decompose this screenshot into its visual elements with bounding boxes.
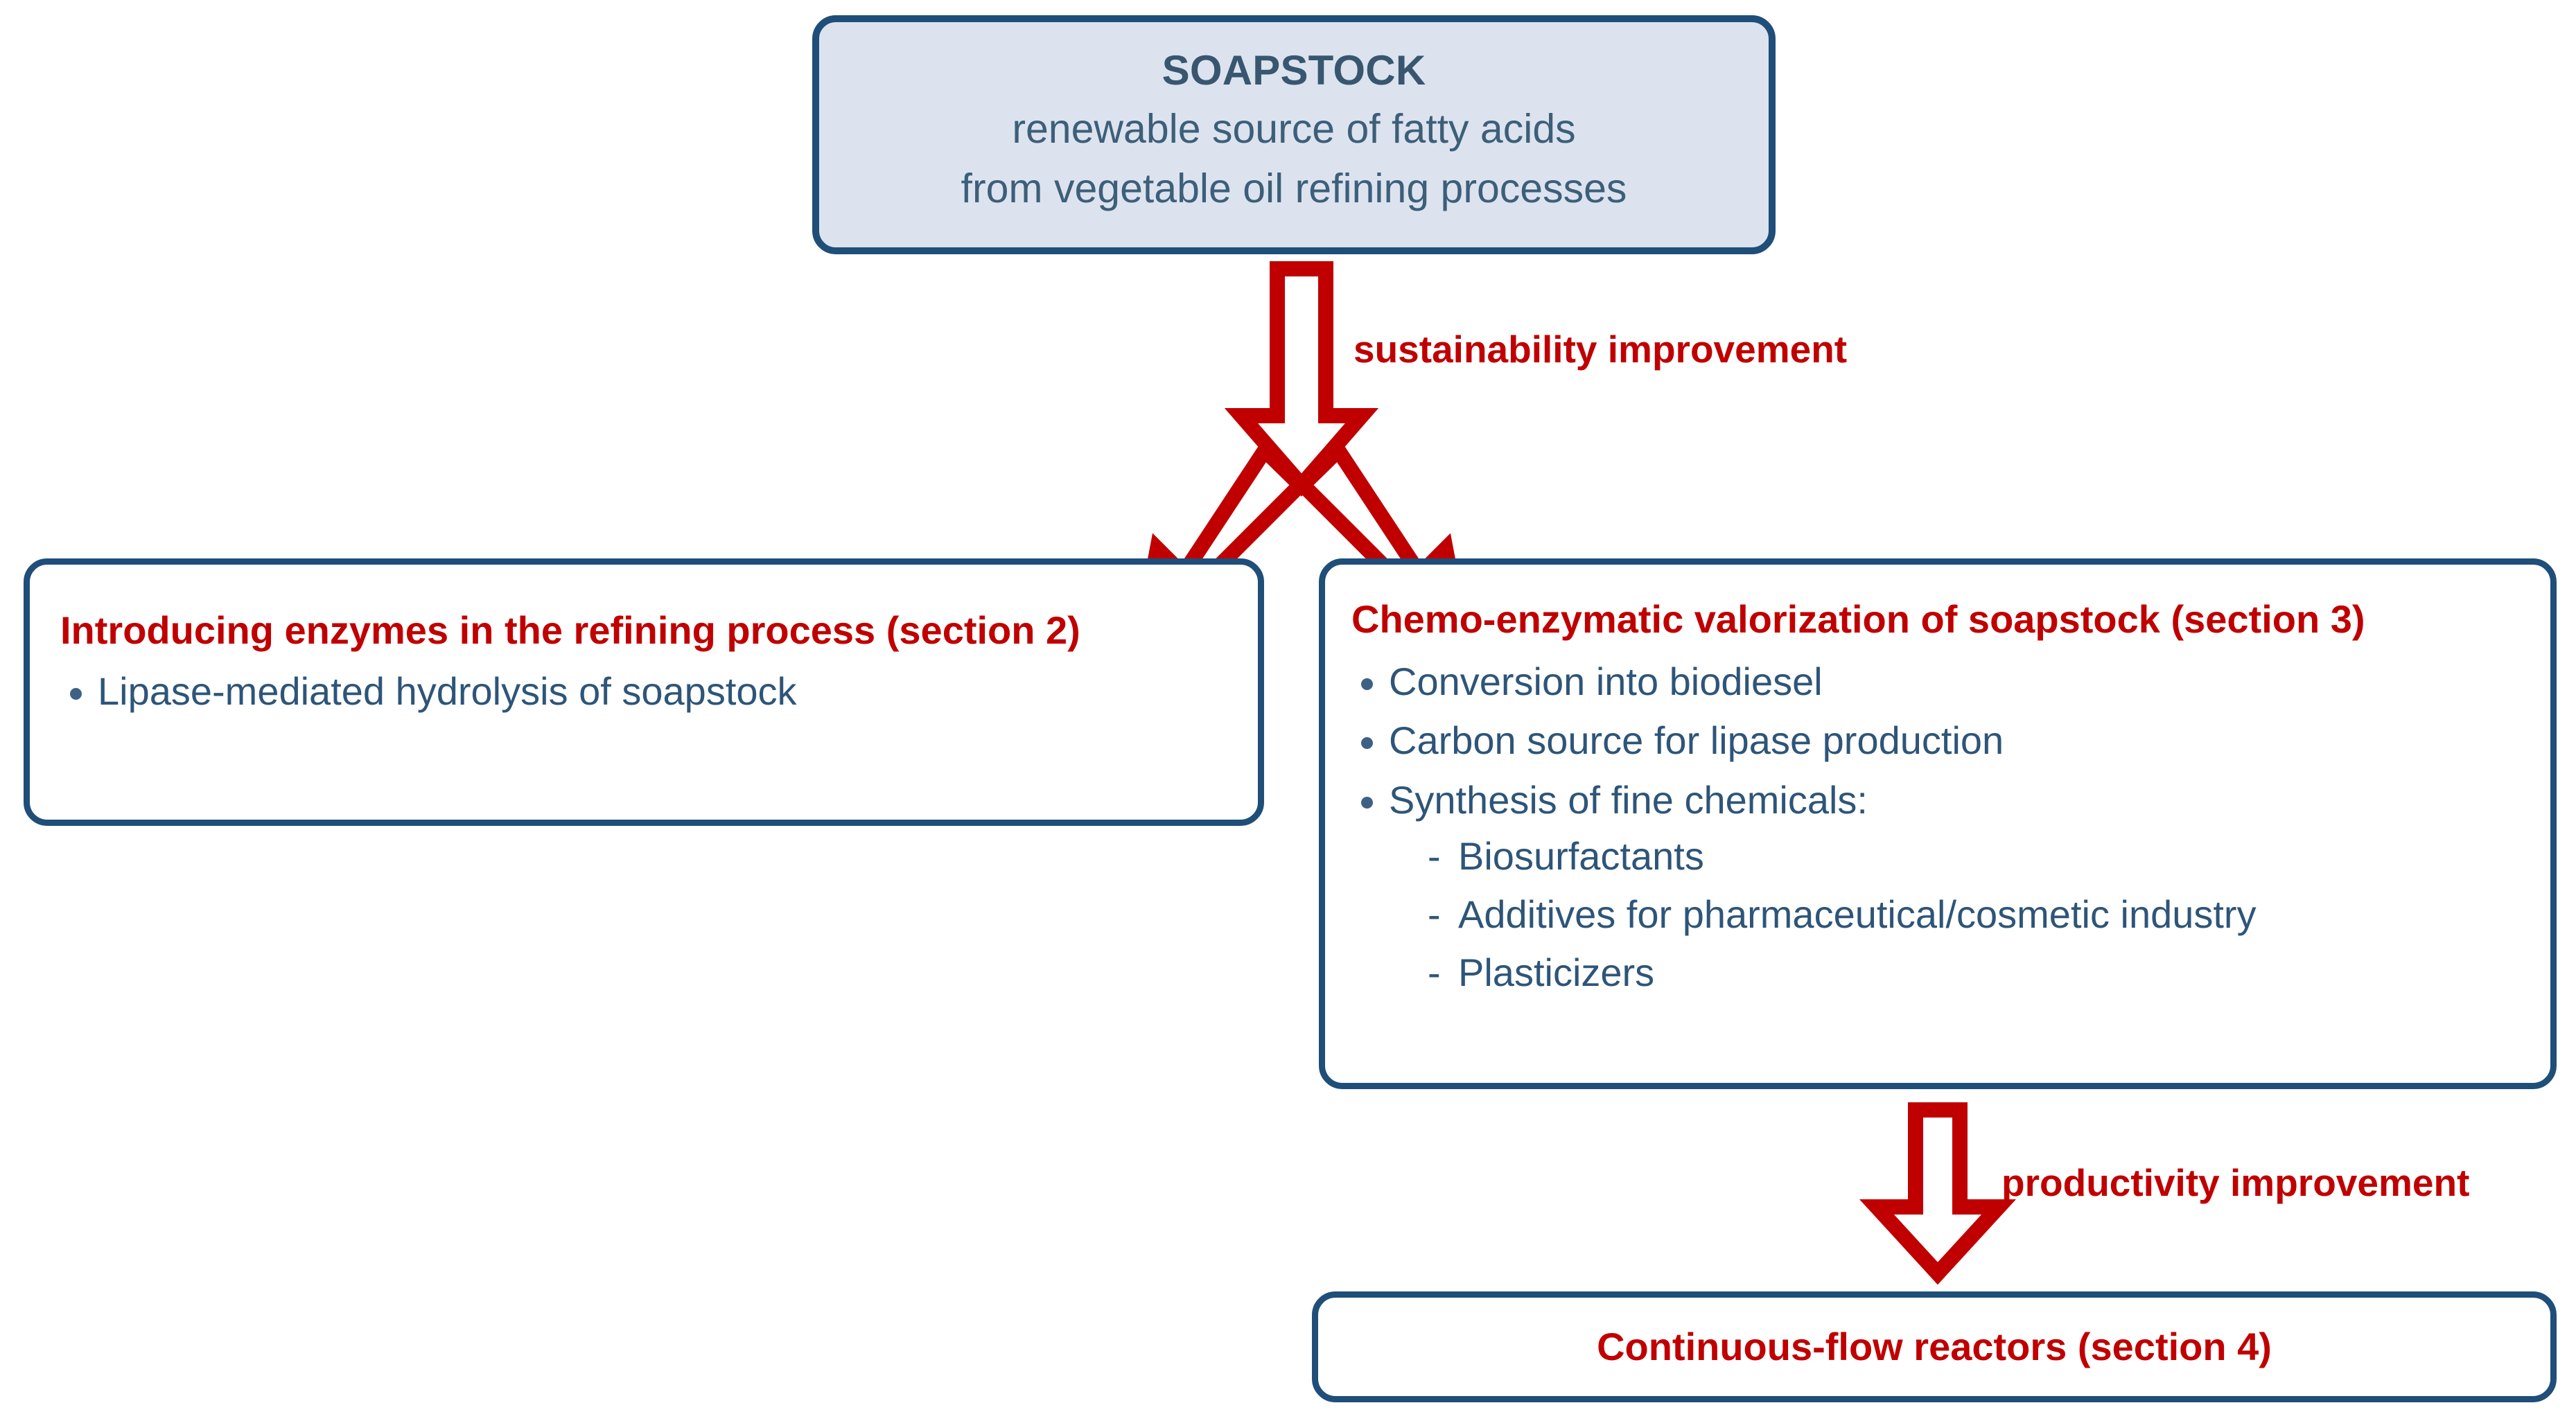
list-item: Lipase-mediated hydrolysis of soapstock — [60, 669, 1237, 713]
node-continuous-flow-reactors[interactable]: Continuous-flow reactors (section 4) — [1312, 1291, 2557, 1402]
node-soapstock-content: SOAPSTOCK renewable source of fatty acid… — [819, 22, 1769, 213]
node-enzymes-refining[interactable]: Introducing enzymes in the refining proc… — [24, 558, 1264, 826]
list-item: - Plasticizers — [1389, 951, 2530, 994]
node-chemo-enzymatic-valorization[interactable]: Chemo-enzymatic valorization of soapstoc… — [1319, 558, 2557, 1089]
list-item: Conversion into biodiesel — [1351, 660, 2530, 703]
dash-marker-icon: - — [1428, 834, 1441, 879]
node-soapstock-line2: from vegetable oil refining processes — [961, 166, 1627, 212]
list-item-label: Plasticizers — [1458, 950, 1655, 994]
list-item: Synthesis of fine chemicals: - Biosurfac… — [1351, 777, 2530, 994]
node-enzymes-refining-content: Introducing enzymes in the refining proc… — [30, 565, 1258, 712]
list-item-label: Biosurfactants — [1458, 834, 1704, 879]
node-enzymes-refining-bullets: Lipase-mediated hydrolysis of soapstock — [60, 669, 1237, 713]
node-chemo-enzymatic-valorization-bullets: Conversion into biodiesel Carbon source … — [1351, 660, 2530, 994]
node-continuous-flow-reactors-heading: Continuous-flow reactors (section 4) — [1597, 1325, 2272, 1369]
list-item: - Biosurfactants — [1389, 835, 2530, 878]
node-soapstock-line1: renewable source of fatty acids — [1012, 106, 1576, 152]
bullet-dot-icon — [1361, 737, 1373, 750]
label-productivity-improvement: productivity improvement — [2001, 1161, 2470, 1204]
list-item-label: Synthesis of fine chemicals: — [1389, 777, 1868, 822]
list-item-label: Additives for pharmaceutical/cosmetic in… — [1458, 892, 2257, 936]
arrow-down-sustainability — [1224, 261, 1379, 497]
arrow-down-productivity — [1859, 1102, 2017, 1285]
list-item-label: Carbon source for lipase production — [1389, 718, 2004, 763]
list-item: - Additives for pharmaceutical/cosmetic … — [1389, 893, 2530, 936]
dash-marker-icon: - — [1428, 950, 1441, 994]
bullet-dot-icon — [70, 687, 82, 700]
list-item: Carbon source for lipase production — [1351, 719, 2530, 762]
node-soapstock[interactable]: SOAPSTOCK renewable source of fatty acid… — [812, 15, 1776, 254]
bullet-dot-icon — [1361, 678, 1373, 690]
node-continuous-flow-reactors-content: Continuous-flow reactors (section 4) — [1318, 1298, 2550, 1396]
label-sustainability-improvement: sustainability improvement — [1353, 328, 1848, 371]
dash-marker-icon: - — [1428, 892, 1441, 936]
fine-chemicals-sub-list: - Biosurfactants - Additives for pharmac… — [1389, 835, 2530, 994]
list-item-label: Conversion into biodiesel — [1389, 659, 1823, 703]
node-soapstock-title: SOAPSTOCK — [1162, 47, 1426, 94]
node-enzymes-refining-heading: Introducing enzymes in the refining proc… — [60, 608, 1080, 652]
node-chemo-enzymatic-valorization-content: Chemo-enzymatic valorization of soapstoc… — [1325, 565, 2550, 994]
node-chemo-enzymatic-valorization-heading: Chemo-enzymatic valorization of soapstoc… — [1351, 597, 2365, 641]
bullet-dot-icon — [1361, 796, 1373, 809]
list-item-label: Lipase-mediated hydrolysis of soapstock — [98, 669, 797, 713]
